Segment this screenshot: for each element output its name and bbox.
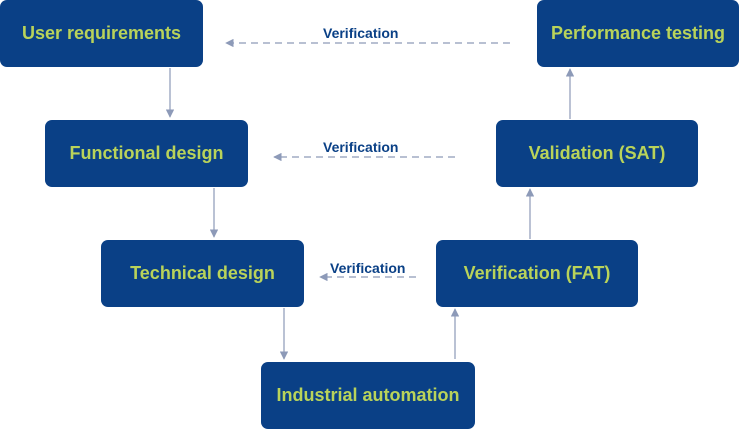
box-industrial-automation-label: Industrial automation <box>276 385 460 405</box>
box-performance-testing: Performance testing <box>537 0 739 67</box>
box-user-requirements-label: User requirements <box>21 23 182 43</box>
box-industrial-automation: Industrial automation <box>261 362 475 429</box>
box-functional-design: Functional design <box>45 120 248 187</box>
box-verification-fat: Verification (FAT) <box>436 240 638 307</box>
verification-label-middle: Verification <box>323 139 399 155</box>
box-performance-testing-label: Performance testing <box>550 23 726 43</box>
box-technical-design-label: Technical design <box>130 263 275 283</box>
box-user-requirements: User requirements <box>0 0 203 67</box>
box-validation-sat-label: Validation (SAT) <box>528 143 666 163</box>
box-validation-sat: Validation (SAT) <box>496 120 698 187</box>
verification-label-bottom: Verification <box>330 260 406 276</box>
verification-label-top: Verification <box>323 25 399 41</box>
box-technical-design: Technical design <box>101 240 304 307</box>
box-verification-fat-label: Verification (FAT) <box>463 263 611 283</box>
box-functional-design-label: Functional design <box>69 143 224 163</box>
